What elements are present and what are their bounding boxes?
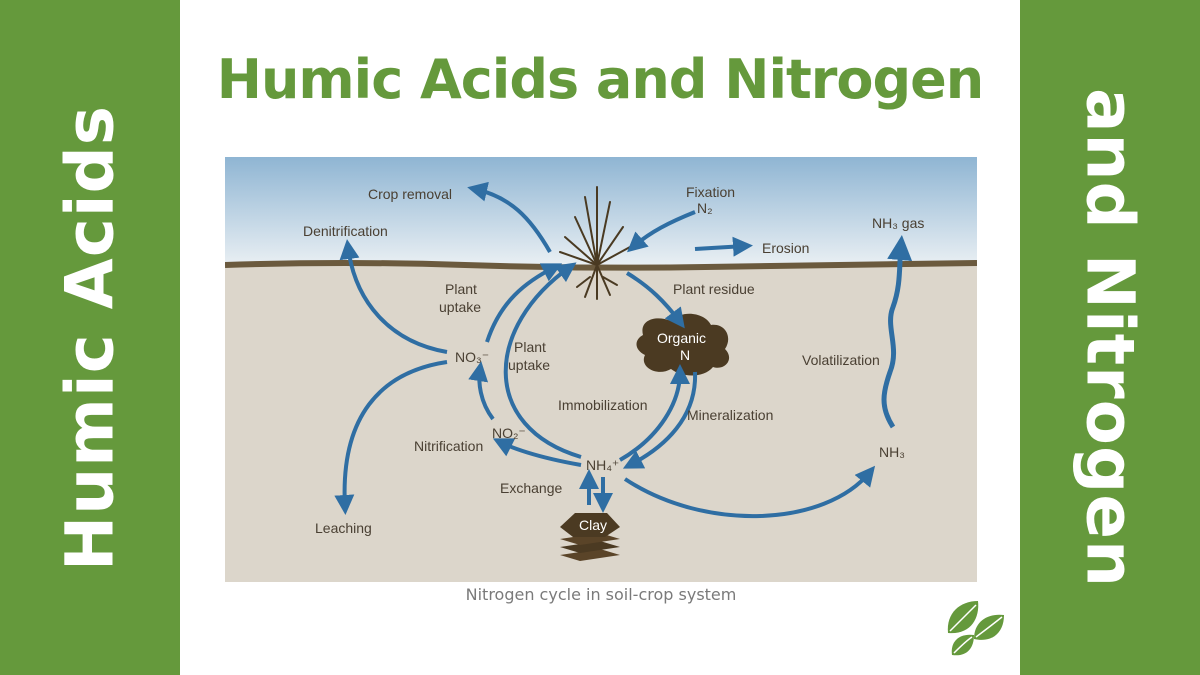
label-clay: Clay <box>579 517 607 533</box>
label-plant-uptake-2a: Plant <box>514 339 546 355</box>
label-nh3-gas: NH₃ gas <box>872 215 924 231</box>
label-no2: NO₂⁻ <box>492 425 526 441</box>
arrow-mineralization <box>622 371 698 469</box>
plant-icon <box>559 186 631 300</box>
leaf-logo-icon <box>947 601 1004 656</box>
label-leaching: Leaching <box>315 520 372 536</box>
arrow-leaching <box>334 360 448 515</box>
label-nh4: NH₄⁺ <box>586 457 619 473</box>
label-volatilization: Volatilization <box>802 352 880 368</box>
label-plant-uptake-1b: uptake <box>439 299 481 315</box>
label-erosion: Erosion <box>762 240 809 256</box>
label-crop-removal: Crop removal <box>368 186 452 202</box>
label-nitrification: Nitrification <box>414 438 483 454</box>
arrow-to-nh3 <box>623 465 876 519</box>
label-plant-uptake-2b: uptake <box>508 357 550 373</box>
label-n2: N₂ <box>697 200 713 216</box>
label-exchange: Exchange <box>500 480 562 496</box>
arrow-denitrification <box>339 239 448 354</box>
label-no3: NO₃⁻ <box>455 349 489 365</box>
clay-stack <box>560 513 620 561</box>
nitrogen-cycle-diagram: Crop removal Denitrification Fixation N₂… <box>225 157 977 582</box>
arrow-fixation <box>626 210 696 253</box>
arrow-erosion <box>694 236 753 257</box>
arrow-crop-removal <box>467 181 552 253</box>
organic-n-blob <box>636 313 730 376</box>
arrow-plant-uptake-1 <box>485 263 563 343</box>
left-side-band: Humic Acids <box>0 0 180 675</box>
label-plant-residue: Plant residue <box>673 281 755 297</box>
ground-line <box>225 260 977 271</box>
label-mineralization: Mineralization <box>687 407 773 423</box>
label-immobilization: Immobilization <box>558 397 647 413</box>
label-organic-n: N <box>680 347 690 363</box>
page-title: Humic Acids and Nitrogen <box>216 48 984 111</box>
arrow-nitrification-1 <box>492 438 582 467</box>
diagram-caption: Nitrogen cycle in soil-crop system <box>465 585 737 604</box>
arrow-plant-residue <box>625 271 685 329</box>
left-side-text: Humic Acids <box>51 104 129 571</box>
label-denitrification: Denitrification <box>303 223 388 239</box>
arrow-plant-uptake-2 <box>503 262 582 459</box>
label-organic: Organic <box>657 330 706 346</box>
label-nh3: NH₃ <box>879 444 905 460</box>
label-plant-uptake-1a: Plant <box>445 281 477 297</box>
arrow-nitrification-2 <box>468 361 495 421</box>
cycle-arrows <box>334 181 876 519</box>
label-fixation: Fixation <box>686 184 735 200</box>
arrow-volatilization <box>881 235 913 429</box>
right-side-band: and Nitrogen <box>1020 0 1200 675</box>
right-side-text: and Nitrogen <box>1071 87 1149 588</box>
